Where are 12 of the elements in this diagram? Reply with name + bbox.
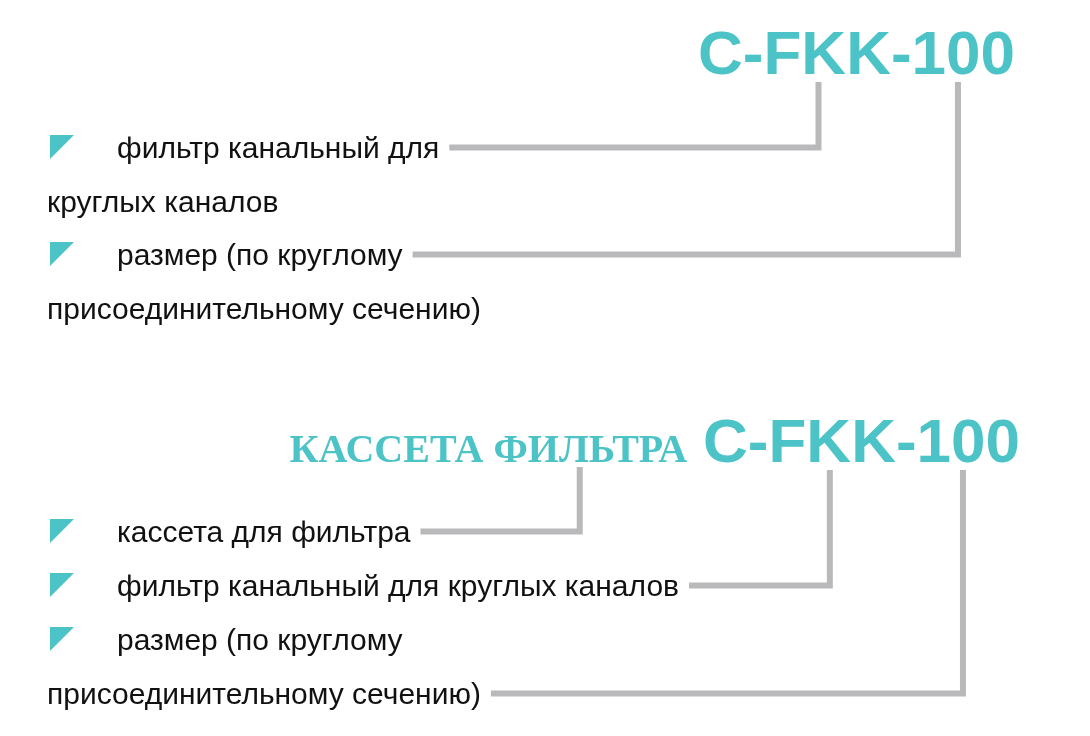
description-text: размер (по круглому присоединительному сечению) xyxy=(47,613,607,721)
description-text: фильтр канальный для круглых каналов xyxy=(47,559,807,613)
leader-line xyxy=(412,82,961,258)
description-text: кассета для фильтра xyxy=(47,505,787,559)
model-code: C-FKK-100 xyxy=(698,22,1015,84)
description-text: размер (по круглому присоединительному сечению) xyxy=(47,228,607,336)
leader-line xyxy=(490,470,966,697)
model-code: C-FKK-100 xyxy=(703,410,1020,472)
leader-line xyxy=(689,470,833,589)
leader-line xyxy=(420,467,583,535)
leader-line xyxy=(449,82,822,151)
heading-text: КАССЕТА ФИЛЬТРА xyxy=(289,429,688,469)
